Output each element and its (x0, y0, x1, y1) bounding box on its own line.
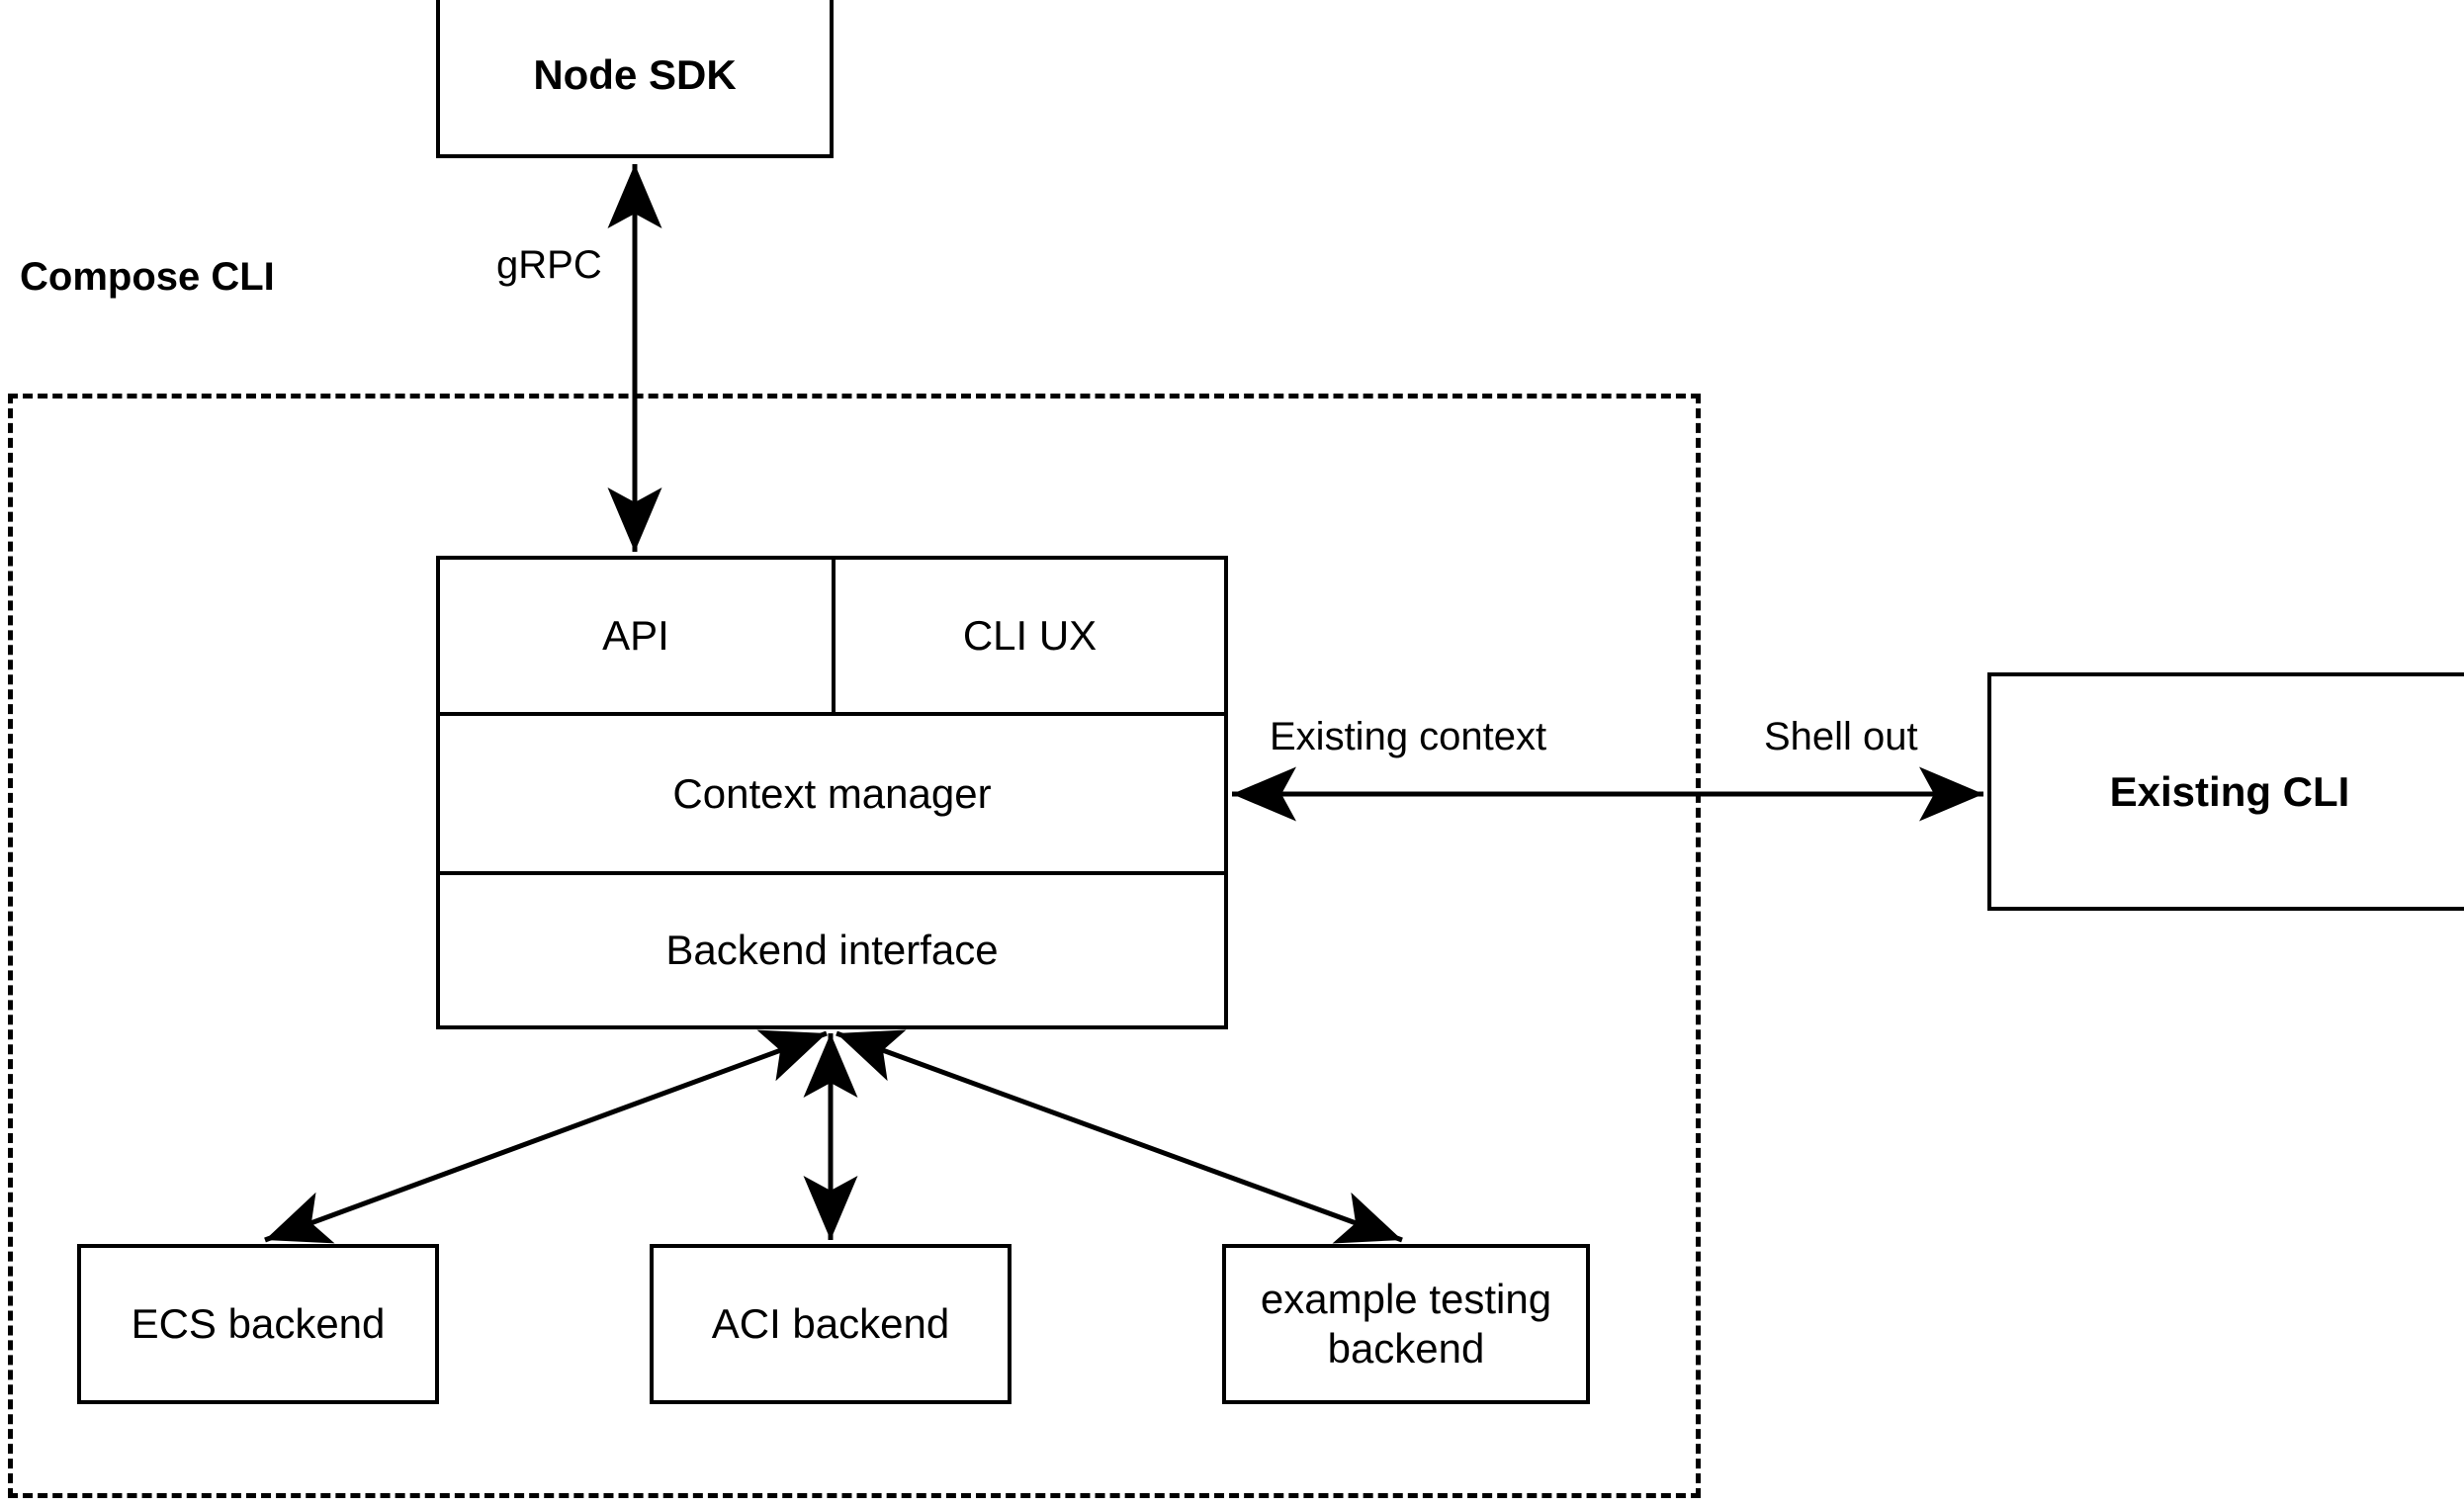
stack-row-api: API CLI UX (440, 560, 1224, 716)
existing-cli-label: Existing CLI (2109, 767, 2350, 815)
stack-row-backend-interface: Backend interface (440, 875, 1224, 1025)
stack-cell-cli-ux[interactable]: CLI UX (836, 560, 1224, 712)
stack-cell-backend-interface[interactable]: Backend interface (440, 875, 1224, 1025)
example-testing-backend-label: example testing backend (1260, 1276, 1552, 1372)
stack-cell-backend-interface-label: Backend interface (665, 927, 999, 973)
group-compose-cli-label: Compose CLI (20, 255, 275, 299)
edge-label-shell-out: Shell out (1758, 715, 1924, 759)
connector-ecs (264, 1029, 828, 1244)
compose-cli-stack: API CLI UX Context manager Backend inter… (436, 556, 1228, 1029)
node-node-sdk[interactable]: Node SDK (436, 0, 834, 158)
edge-label-existing-context: Existing context (1264, 715, 1553, 759)
group-compose-cli (8, 394, 1701, 1498)
node-example-testing-backend[interactable]: example testing backend (1222, 1244, 1590, 1404)
stack-row-context-manager: Context manager (440, 716, 1224, 875)
ecs-backend-label: ECS backend (131, 1300, 386, 1348)
node-aci-backend[interactable]: ACI backend (650, 1244, 1012, 1404)
aci-backend-label: ACI backend (711, 1300, 950, 1348)
stack-cell-cli-ux-label: CLI UX (962, 612, 1098, 659)
edge-label-grpc: gRPC (490, 243, 608, 288)
stack-cell-context-manager[interactable]: Context manager (440, 716, 1224, 871)
node-sdk-label: Node SDK (533, 51, 737, 99)
connector-example (836, 1029, 1403, 1244)
node-existing-cli[interactable]: Existing CLI (1987, 672, 2464, 911)
stack-cell-api[interactable]: API (440, 560, 836, 712)
node-ecs-backend[interactable]: ECS backend (77, 1244, 439, 1404)
stack-cell-context-manager-label: Context manager (672, 769, 992, 817)
stack-cell-api-label: API (602, 612, 669, 659)
